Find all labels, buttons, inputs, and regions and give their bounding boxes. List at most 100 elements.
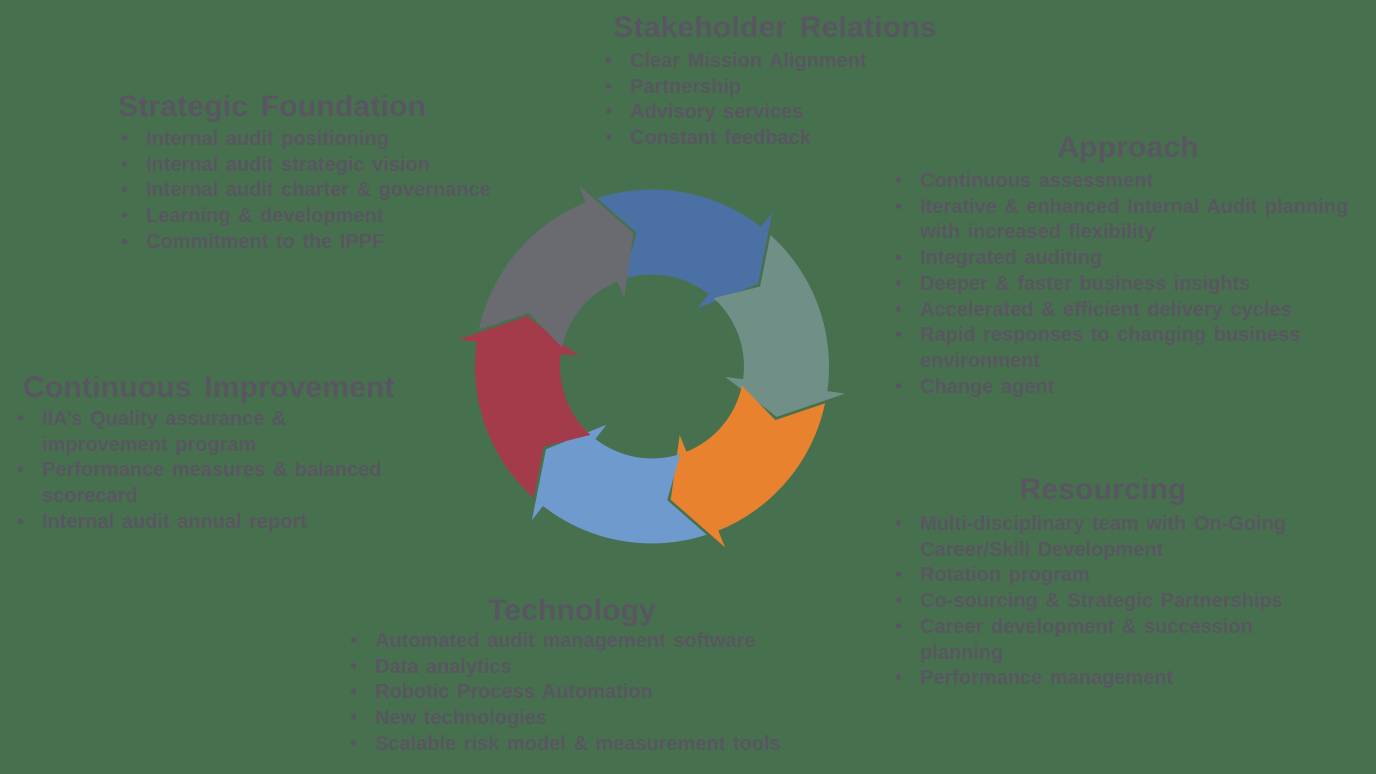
section-title-technology: Technology — [487, 594, 657, 627]
bullet-text: Partnership — [630, 75, 742, 98]
bullet-dot-icon: • — [121, 179, 129, 202]
bullet-item: •Scalable risk model & measurement tools — [350, 732, 815, 758]
bullet-text: Career development & succession planning — [920, 615, 1253, 664]
bullet-text: New technologies — [375, 707, 548, 730]
section-strategic-foundation: Strategic Foundation • Internal audit pos… — [118, 90, 578, 256]
cycle-segment-resourcing — [670, 385, 826, 548]
bullet-item: •Advisory services — [605, 100, 985, 126]
bullet-text: Robotic Process Automation — [375, 681, 653, 704]
bullet-dot-icon: • — [17, 408, 25, 430]
bullet-dot-icon: • — [121, 128, 129, 150]
section-resourcing: Resourcing •Multi-disciplinary team with… — [893, 473, 1376, 692]
bullet-dot-icon: • — [350, 681, 358, 704]
bullet-text: Internal audit annual report — [42, 510, 307, 533]
bullet-text: Rapid responses to changing business env… — [920, 324, 1301, 372]
bullet-item: • Continuous assessment — [895, 169, 1376, 195]
bullet-dot-icon: • — [350, 630, 358, 652]
bullet-item: • Performance measures & balanced scoreca… — [17, 458, 465, 509]
bullet-list-stakeholder-relations: •Clear Mission Alignment •Partnership •A… — [605, 49, 985, 152]
bullet-dot-icon: • — [121, 205, 129, 228]
bullet-dot-icon: • — [895, 272, 903, 295]
bullet-item: • Rapid responses to changing business en… — [895, 323, 1376, 374]
bullet-text: Accelerated & efficient delivery cycles — [920, 298, 1292, 321]
bullet-item: • Co-sourcing & Strategic Partnerships — [895, 589, 1376, 615]
bullet-item: • Multi-disciplinary team with On-Going C… — [895, 512, 1376, 563]
bullet-text: Integrated auditing — [920, 247, 1102, 270]
bullet-item: •New technologies — [350, 706, 815, 732]
bullet-item: •Rotation program — [895, 563, 1376, 589]
bullet-item: • Internal audit positioning — [121, 127, 578, 153]
bullet-item: • Accelerated & efficient delivery cycles — [895, 298, 1376, 324]
bullet-dot-icon: • — [605, 101, 613, 124]
bullet-item: • Constant feedback — [605, 126, 985, 152]
bullet-item: • Integrated auditing — [895, 246, 1376, 272]
cycle-segment-approach — [713, 234, 846, 417]
bullet-text: Clear Mission Alignment — [630, 50, 867, 72]
bullet-text: Multi-disciplinary team with On-Going Ca… — [920, 513, 1287, 561]
bullet-dot-icon: • — [121, 230, 129, 253]
section-title-stakeholder-relations: Stakeholder Relations — [613, 11, 937, 44]
bullet-dot-icon: • — [895, 298, 903, 321]
cycle-segment-technology — [531, 424, 707, 544]
section-title-strategic-foundation: Strategic Foundation — [118, 90, 426, 123]
bullet-text: Performance management — [920, 667, 1174, 690]
bullet-dot-icon: • — [605, 127, 613, 150]
bullet-item: • Learning & development — [121, 204, 578, 230]
bullet-text: Constant feedback — [630, 127, 811, 150]
bullet-list-resourcing: • Multi-disciplinary team with On-Going C… — [895, 512, 1376, 692]
bullet-text: Change agent — [920, 375, 1055, 398]
bullet-item: • Robotic Process Automation — [350, 680, 815, 706]
bullet-text: Data analytics — [375, 655, 512, 678]
bullet-text: Automated audit management software — [375, 630, 756, 652]
bullet-text: Deeper & faster business insights — [920, 272, 1251, 295]
bullet-dot-icon: • — [895, 590, 903, 613]
cycle-segment-strategic-foundation — [478, 185, 634, 348]
bullet-list-approach: • Continuous assessment •Iterative & enha… — [895, 169, 1376, 400]
bullet-text: IIA’s Quality assurance & improvement pr… — [42, 408, 287, 456]
bullet-dot-icon: • — [895, 375, 903, 398]
bullet-dot-icon: • — [895, 615, 903, 638]
bullet-dot-icon: • — [121, 153, 129, 176]
cycle-segment-continuous-improvement — [458, 316, 591, 499]
bullet-dot-icon: • — [895, 324, 903, 347]
bullet-text: Learning & development — [146, 205, 384, 228]
bullet-text: Internal audit positioning — [146, 128, 389, 150]
bullet-item: • Performance management — [895, 666, 1376, 692]
bullet-item: • Automated audit management software — [350, 629, 815, 655]
bullet-dot-icon: • — [895, 247, 903, 270]
bullet-item: • Career development & succession plannin… — [895, 615, 1376, 666]
bullet-text: Performance measures & balanced scorecar… — [42, 459, 382, 508]
bullet-dot-icon: • — [895, 513, 903, 535]
bullet-dot-icon: • — [17, 510, 25, 533]
bullet-text: Scalable risk model & measurement tools — [375, 732, 781, 755]
bullet-dot-icon: • — [895, 667, 903, 690]
section-continuous-improvement: Continuous Improvement • IIA’s Quality as… — [15, 371, 465, 536]
bullet-list-continuous-improvement: • IIA’s Quality assurance & improvement p… — [17, 407, 465, 536]
bullet-list-strategic-foundation: • Internal audit positioning • Internal au… — [121, 127, 578, 256]
bullet-text: Commitment to the IPPF — [146, 230, 385, 253]
bullet-item: • Internal audit annual report — [17, 510, 465, 536]
bullet-item: •Partnership — [605, 75, 985, 101]
bullet-item: •Iterative & enhanced Internal Audit pla… — [895, 195, 1376, 246]
bullet-dot-icon: • — [17, 459, 25, 482]
bullet-dot-icon: • — [895, 195, 903, 218]
bullet-item: • IIA’s Quality assurance & improvement p… — [17, 407, 465, 458]
bullet-text: Internal audit strategic vision — [146, 153, 430, 176]
section-stakeholder-relations: Stakeholder Relations • Clear Mission Ali… — [565, 11, 985, 152]
bullet-dot-icon: • — [350, 655, 358, 678]
bullet-item: • Deeper & faster business insights — [895, 272, 1376, 298]
section-title-continuous-improvement: Continuous Improvement — [23, 371, 395, 404]
section-technology: Technology • Automated audit management s… — [345, 594, 815, 758]
cycle-segment-stakeholder-relations — [597, 189, 773, 309]
bullet-list-technology: • Automated audit management software • Da… — [350, 629, 815, 758]
bullet-item: • Clear Mission Alignment — [605, 49, 985, 75]
bullet-text: Continuous assessment — [920, 170, 1154, 192]
bullet-dot-icon: • — [605, 50, 613, 72]
bullet-text: Co-sourcing & Strategic Partnerships — [920, 590, 1283, 613]
bullet-text: Internal audit charter & governance — [146, 179, 491, 202]
bullet-dot-icon: • — [895, 170, 903, 192]
bullet-text: Rotation program — [920, 564, 1090, 587]
bullet-item: • Internal audit charter & governance — [121, 178, 578, 204]
